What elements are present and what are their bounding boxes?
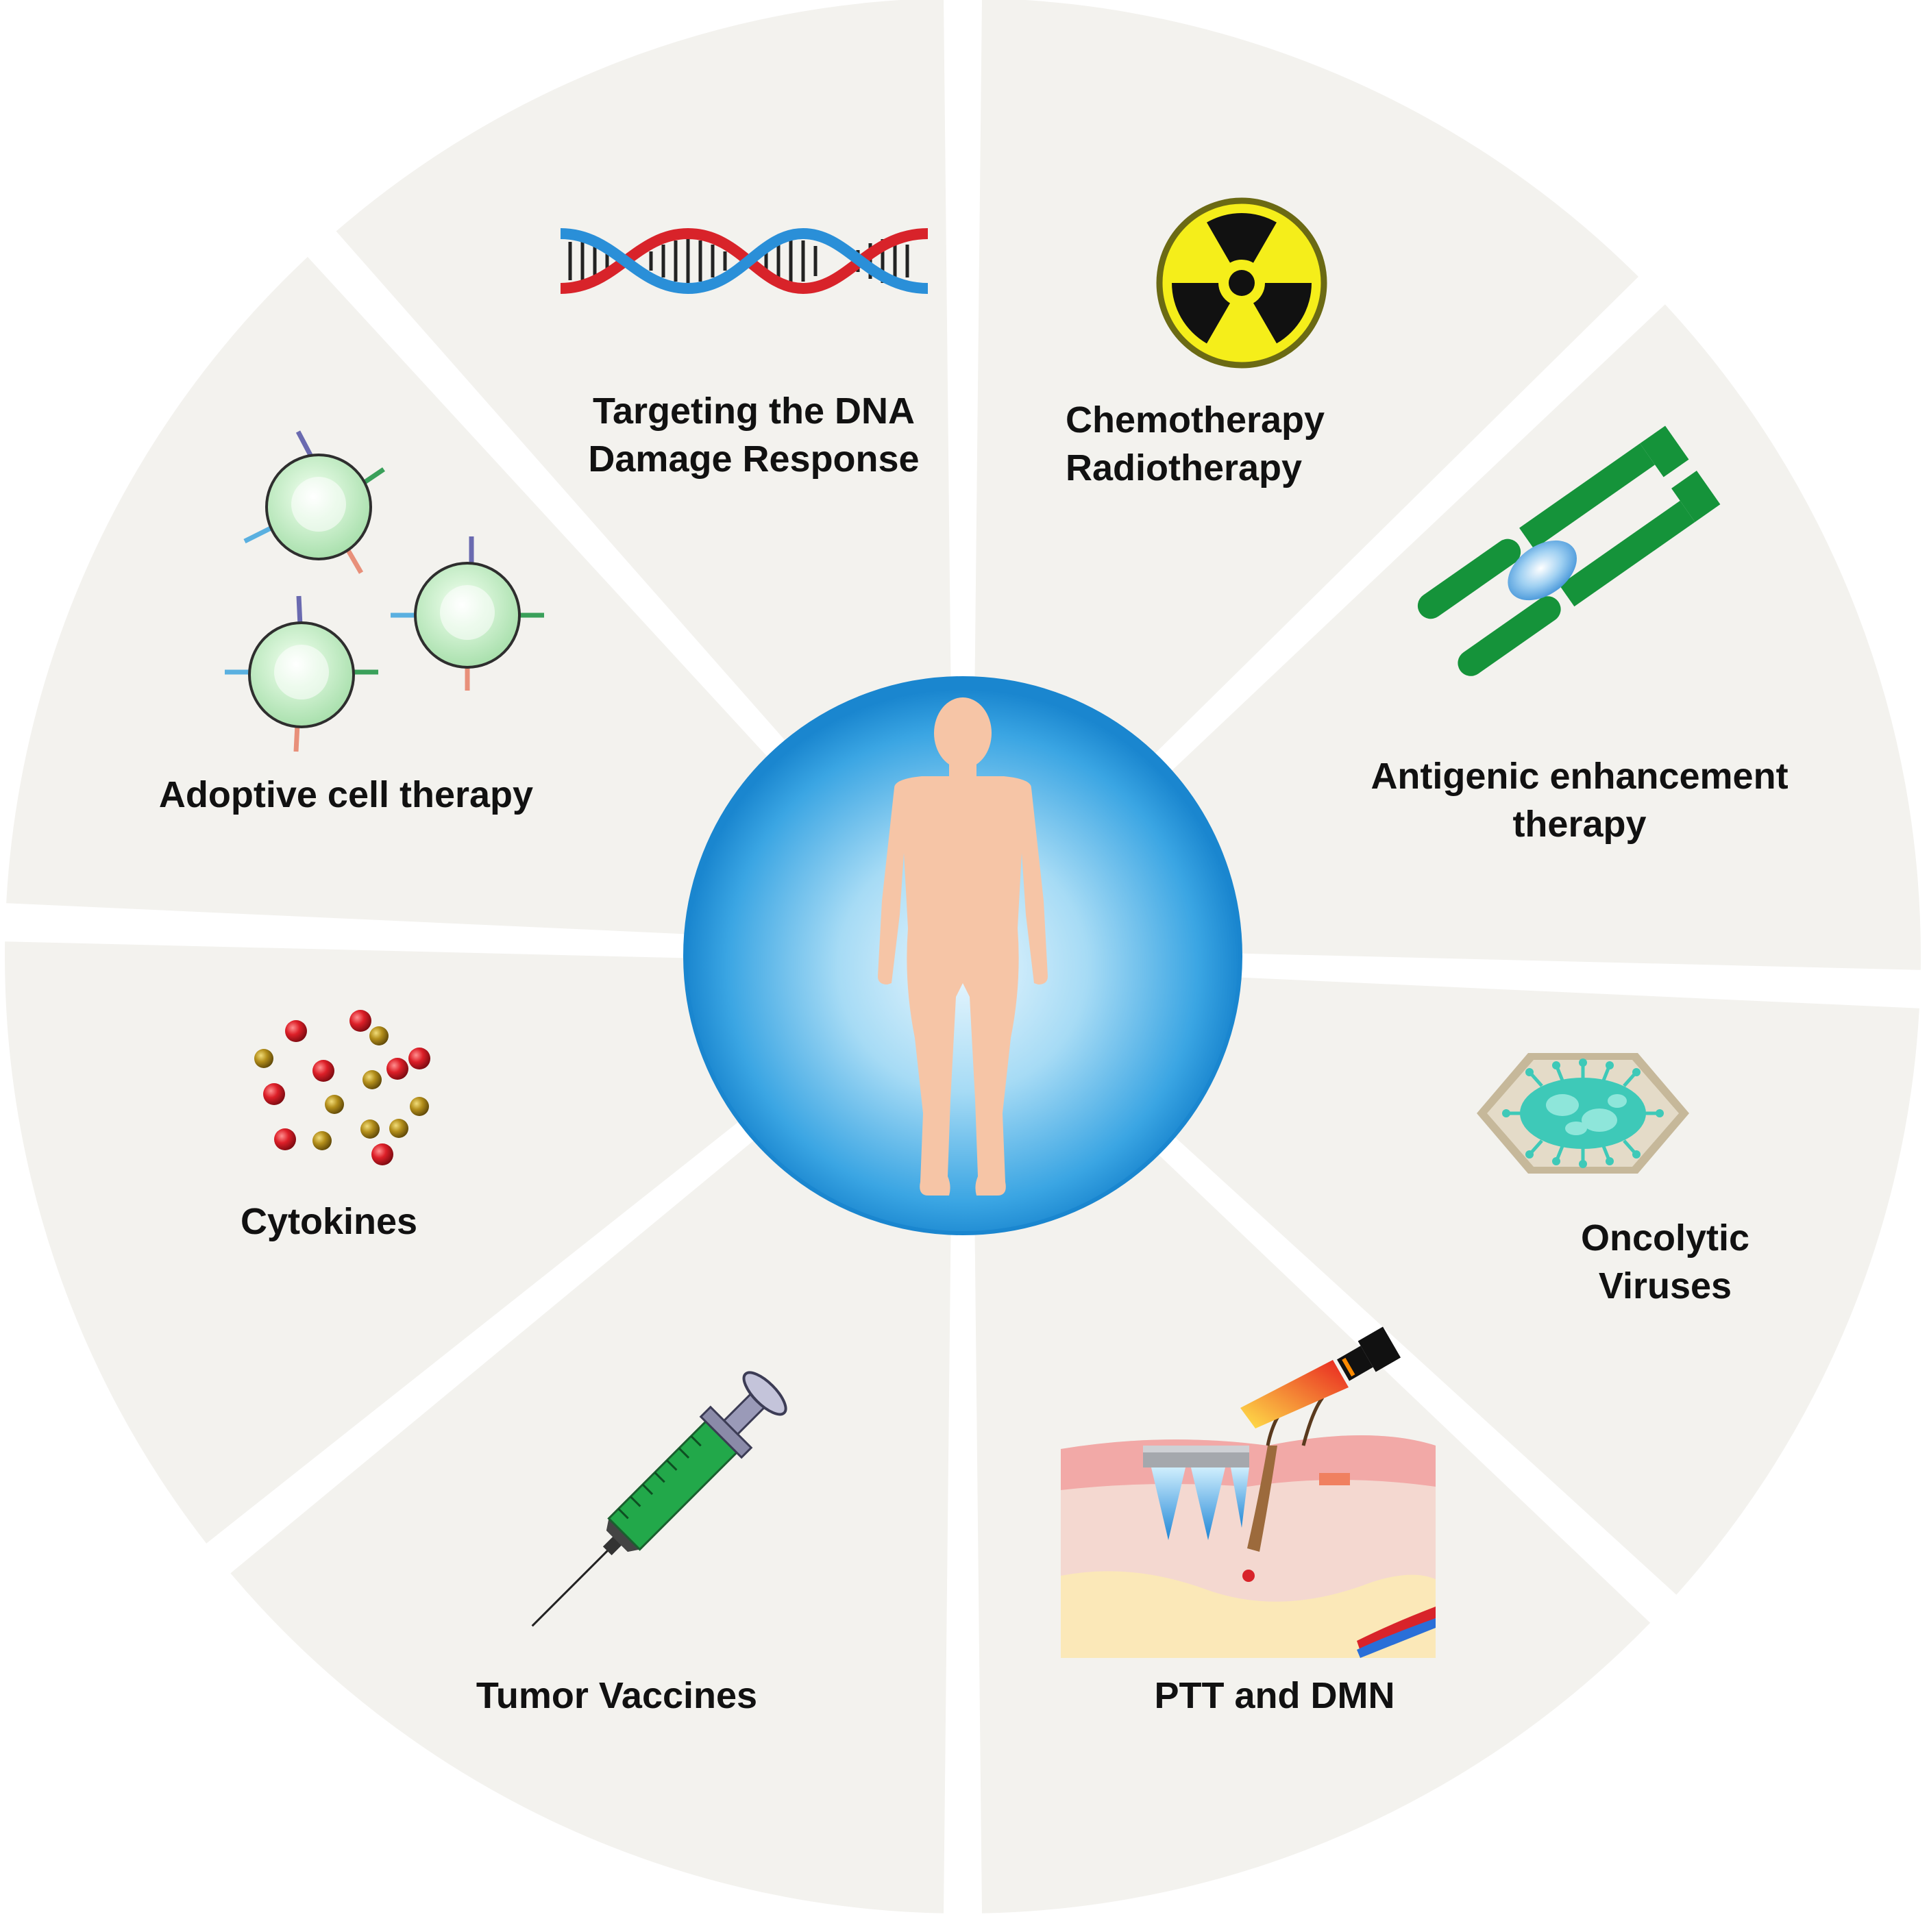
label-vaccine-line1: Tumor Vaccines xyxy=(476,1675,758,1716)
label-chemo-line1: Chemotherapy xyxy=(1066,399,1325,441)
segment-ptt xyxy=(230,988,954,1914)
label-chemo-line2: Radiotherapy xyxy=(1066,447,1303,488)
label-chemo: Chemotherapy Radiotherapy xyxy=(1066,396,1381,492)
t-cells-icon xyxy=(225,430,544,752)
segment-vaccine xyxy=(5,941,926,1544)
label-ptt-line1: PTT and DMN xyxy=(1154,1675,1395,1716)
label-antigen-line2: therapy xyxy=(1512,804,1647,845)
label-adoptive: Adoptive cell therapy xyxy=(123,771,569,819)
label-dna: Targeting the DNA Damage Response xyxy=(555,387,953,483)
label-vaccine: Tumor Vaccines xyxy=(445,1672,788,1720)
virus-icon xyxy=(1477,1053,1689,1174)
label-dna-line2: Damage Response xyxy=(588,438,920,480)
label-cytokines: Cytokines xyxy=(192,1198,466,1246)
segment-antigen xyxy=(998,966,1919,1595)
antibody-antigen-icon xyxy=(1417,425,1721,676)
cytokine-particles-icon xyxy=(254,1010,430,1165)
radiation-icon xyxy=(1156,197,1327,369)
label-virus-line1: Oncolytic xyxy=(1580,1217,1750,1259)
label-ptt: PTT and DMN xyxy=(1103,1672,1446,1720)
label-cytokines-line1: Cytokines xyxy=(240,1201,418,1242)
dna-helix-icon xyxy=(560,227,929,295)
label-virus: Oncolytic Viruses xyxy=(1528,1214,1802,1310)
segment-dna xyxy=(972,0,1638,921)
syringe-icon xyxy=(531,1371,787,1627)
skin-microneedle-laser-icon xyxy=(1061,1326,1436,1658)
label-antigen: Antigenic enhancement therapy xyxy=(1353,752,1806,848)
label-adoptive-line1: Adoptive cell therapy xyxy=(158,774,534,815)
label-dna-line1: Targeting the DNA xyxy=(593,391,915,432)
segment-chemo xyxy=(998,304,1921,970)
human-body-icon xyxy=(878,697,1048,1196)
label-antigen-line1: Antigenic enhancement xyxy=(1371,756,1789,797)
label-virus-line2: Viruses xyxy=(1598,1265,1732,1306)
